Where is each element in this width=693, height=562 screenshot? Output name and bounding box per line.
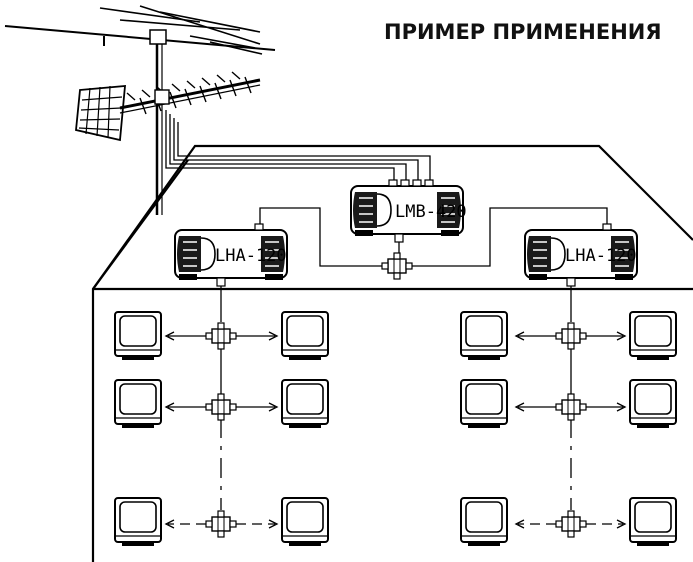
roof-splitter-icon (381, 252, 413, 280)
antenna-mast (155, 36, 163, 215)
tv-icon (460, 379, 508, 429)
floor-2-left (114, 379, 329, 429)
tv-icon (281, 311, 329, 361)
tv-icon (629, 379, 677, 429)
tv-icon (460, 497, 508, 547)
left-amplifier: LHA-120 (174, 223, 288, 287)
left-amplifier-label: LHA-120 (215, 246, 287, 266)
antenna-feed-cables (165, 110, 431, 184)
tv-icon (629, 311, 677, 361)
house-outline (91, 144, 693, 562)
tap-icon (555, 510, 587, 538)
tv-icon (460, 311, 508, 361)
floor-n-left (114, 497, 329, 547)
tv-icon (114, 497, 162, 547)
tap-icon (205, 393, 237, 421)
floor-n-right (460, 497, 677, 547)
floor-2-right (460, 379, 677, 429)
tv-icon (629, 497, 677, 547)
main-amplifier: LMB-420 (350, 179, 467, 243)
tv-icon (114, 379, 162, 429)
tap-icon (205, 322, 237, 350)
diagram-title: ПРИМЕР ПРИМЕНЕНИЯ (384, 20, 662, 44)
floor-1-right (460, 311, 677, 361)
uhf-antenna-icon (75, 71, 261, 142)
tap-icon (205, 510, 237, 538)
tv-icon (281, 497, 329, 547)
floor-1-left (114, 311, 329, 361)
main-amplifier-label: LMB-420 (395, 202, 467, 222)
tv-icon (281, 379, 329, 429)
tap-icon (555, 393, 587, 421)
tv-icon (114, 311, 162, 361)
tap-icon (555, 322, 587, 350)
right-amplifier-label: LHA-120 (565, 246, 637, 266)
right-amplifier: LHA-120 (524, 223, 638, 287)
yagi-antenna-icon (4, 5, 276, 55)
